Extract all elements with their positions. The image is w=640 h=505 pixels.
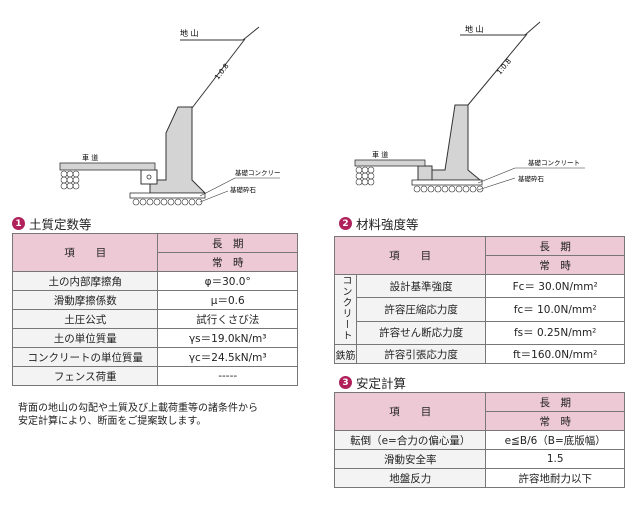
header-long: 長 期 bbox=[485, 392, 625, 412]
section-number-badge: 3 bbox=[339, 376, 352, 389]
base-concrete-label: 基礎コンクリート bbox=[528, 158, 580, 167]
base-gravel-label: 基礎砕石 bbox=[230, 185, 257, 194]
ground-label: 地 山 bbox=[180, 28, 199, 38]
road-surface bbox=[59, 162, 156, 171]
table-row: 土の単位質量 γs＝19.0kN/m³ bbox=[11, 328, 298, 348]
table-row: コンクリート 設計基準強度 Fc＝ 30.0N/mm² bbox=[334, 273, 625, 345]
header-item: 項 目 bbox=[333, 392, 487, 431]
road-label: 車 道 bbox=[82, 153, 98, 162]
table-row: 滑動摩擦係数 μ＝0.6 bbox=[11, 290, 298, 310]
table-row: フェンス荷重 ----- bbox=[11, 366, 298, 386]
table-row: 許容せん断応力度 fs＝ 0.25N/mm² bbox=[335, 320, 625, 346]
slope-label: 1:0.8 bbox=[213, 62, 230, 81]
road-gravel bbox=[355, 166, 375, 186]
section-number-badge: 1 bbox=[12, 217, 25, 230]
soil-table: 項 目 長 期 常 時 土の内部摩擦角 φ＝30.0° 滑動摩擦係数 μ＝0.6… bbox=[11, 233, 298, 386]
wall-body bbox=[429, 104, 482, 181]
soil-section-title: 1 土質定数等 bbox=[12, 214, 92, 233]
material-section-title: 2 材料強度等 bbox=[339, 214, 419, 233]
base-concrete-label: 基礎コンクリート bbox=[235, 168, 280, 177]
header-normal: 常 時 bbox=[485, 411, 625, 431]
base-concrete bbox=[411, 179, 483, 186]
soil-title-text: 土質定数等 bbox=[29, 217, 92, 232]
retaining-wall-figure-left: 地 山 1:0.8 車 道 基礎コンクリート 基礎砕石 bbox=[59, 26, 280, 206]
soil-note: 背面の地山の勾配や土質及び上載荷重等の諸条件から 安定計算により、断面をご提案致… bbox=[18, 403, 258, 427]
road-label: 車 道 bbox=[372, 150, 388, 159]
road-gravel bbox=[60, 170, 80, 190]
table-row: 許容圧縮応力度 fc＝ 10.0N/mm² bbox=[335, 297, 625, 322]
table-row: 土の内部摩擦角 φ＝30.0° bbox=[11, 271, 298, 291]
group-concrete: コンクリート bbox=[334, 274, 357, 345]
header-long: 長 期 bbox=[157, 233, 298, 253]
table-row: 鉄筋 許容引張応力度 ft＝160.0N/mm² bbox=[334, 344, 625, 364]
base-gravel bbox=[413, 185, 484, 193]
base-gravel-label: 基礎砕石 bbox=[518, 174, 545, 183]
wall-body bbox=[149, 106, 207, 194]
stability-section-title: 3 安定計算 bbox=[339, 373, 406, 392]
base-concrete bbox=[129, 192, 206, 199]
table-row: 転倒（e=合力の偏心量） e≦B/6（B=底版幅） bbox=[333, 430, 625, 450]
retaining-wall-figure-right: 地 山 1:0.8 車 道 基礎コンクリート 基礎砕石 bbox=[354, 21, 585, 193]
slope-line bbox=[467, 33, 528, 106]
slope-line bbox=[191, 38, 246, 109]
table-row: コンクリートの単位質量 γc＝24.5kN/m³ bbox=[11, 347, 298, 367]
drain-box bbox=[140, 169, 158, 185]
base-gravel bbox=[132, 198, 203, 206]
header-item: 項 目 bbox=[333, 236, 487, 275]
section-number-badge: 2 bbox=[339, 217, 352, 230]
material-title-text: 材料強度等 bbox=[356, 217, 419, 232]
road-surface bbox=[354, 159, 426, 167]
header-normal: 常 時 bbox=[157, 252, 298, 272]
ground-label: 地 山 bbox=[465, 24, 484, 34]
wall-toe bbox=[417, 165, 433, 181]
material-table: 項 目 長 期 常 時 コンクリート 設計基準強度 Fc＝ 30.0N/mm² … bbox=[333, 236, 625, 364]
header-normal: 常 時 bbox=[485, 255, 625, 275]
table-row: 滑動安全率 1.5 bbox=[333, 449, 625, 469]
table-row: 土圧公式 試行くさび法 bbox=[11, 309, 298, 329]
table-row: 地盤反力 許容地耐力以下 bbox=[333, 468, 625, 488]
header-long: 長 期 bbox=[485, 236, 625, 256]
header-item: 項 目 bbox=[11, 233, 159, 272]
stability-table: 項 目 長 期 常 時 転倒（e=合力の偏心量） e≦B/6（B=底版幅） 滑動… bbox=[333, 392, 625, 488]
stability-title-text: 安定計算 bbox=[356, 376, 407, 391]
group-rebar: 鉄筋 bbox=[334, 344, 357, 364]
slope-label: 1:0.8 bbox=[495, 57, 513, 76]
